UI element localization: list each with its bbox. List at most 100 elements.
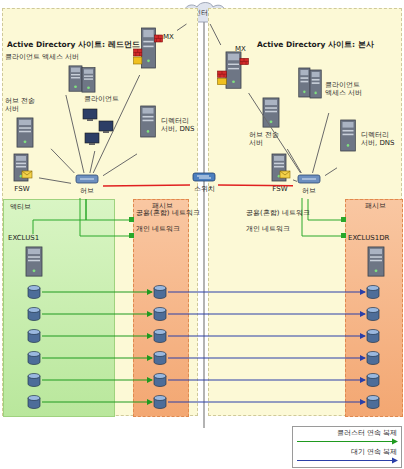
mx-icon-part: [228, 54, 239, 61]
mx-icon-part: [240, 58, 249, 64]
server2-icon-part: [87, 86, 90, 88]
client-access-server: 클라이언트 액세스 서버: [5, 53, 117, 95]
node-label: 클라이언트: [73, 95, 129, 103]
disk-top: [28, 286, 40, 291]
disk-body: [154, 332, 166, 343]
clients-icon-part: [85, 133, 99, 143]
storage-disk: [367, 374, 379, 387]
node-label: 허브 전송 서버: [5, 97, 39, 113]
disk-body: [367, 288, 379, 299]
disk-top: [154, 308, 166, 313]
mx-icon-part: [143, 46, 153, 48]
fsw-icon-part: [280, 171, 290, 178]
server-icon-part: [17, 118, 33, 147]
clients-icon-part: [89, 143, 95, 145]
legend-text: 대기 연속 복제: [351, 448, 397, 456]
cluster-replication-arrow: [42, 380, 152, 381]
cluster-replication-arrow: [42, 336, 152, 337]
storage-disk: [154, 374, 166, 387]
disk-top: [28, 330, 40, 335]
storage-disk: [154, 308, 166, 321]
server-icon: [137, 105, 159, 139]
server2-icon-part: [314, 92, 316, 95]
client-access-server: 클라이언트 액세스 서버: [297, 67, 373, 113]
storage-disk: [367, 286, 379, 299]
cluster-server: EXCLUS1: [8, 234, 62, 280]
mx-icon-part: [155, 35, 163, 42]
disk-top: [28, 374, 40, 379]
server-icon-part: [368, 247, 384, 276]
disk-body: [154, 288, 166, 299]
disk-body: [367, 354, 379, 365]
network-label: 개인 네트워크: [136, 225, 180, 233]
node-label: FSW: [263, 185, 297, 193]
disk-body: [28, 310, 40, 321]
server-icon-part: [343, 130, 354, 132]
connector-line: [210, 24, 221, 45]
node-label: 패시브: [134, 202, 190, 210]
disk-top: [367, 308, 379, 313]
server2-icon-part: [310, 70, 321, 98]
server2-icon-part: [300, 70, 308, 75]
disk-body: [154, 376, 166, 387]
server-icon-part: [28, 249, 40, 254]
standby-replication-arrow: [168, 336, 365, 337]
server-icon-part: [141, 106, 156, 137]
hub-transport-server: 허브 전송 서버: [5, 97, 51, 153]
node-label: FSW: [5, 185, 39, 193]
legend-sample: [295, 457, 399, 464]
mx-icon-part: [155, 35, 163, 42]
mx-icon-part: [143, 41, 153, 43]
mx-icon-part: [141, 28, 155, 68]
storage-disk: [28, 330, 40, 343]
disk-top: [28, 396, 40, 401]
private-network-wire: [302, 198, 344, 236]
private-network-wire: [80, 198, 132, 236]
server-icon: [364, 246, 388, 278]
server2-icon-part: [84, 69, 93, 73]
connector-line: [218, 184, 293, 186]
cluster-replication-arrow: [42, 292, 152, 293]
edge-server: MX: [129, 19, 177, 75]
cluster-replication-arrow: [42, 402, 152, 403]
mx-icon: [133, 27, 163, 71]
storage-disks: [28, 286, 379, 409]
hub-icon-part: [302, 179, 316, 180]
connector-line: [103, 154, 137, 176]
server2-icon-part: [299, 68, 310, 97]
server-icon: [22, 246, 46, 278]
cluster-replication-arrow: [42, 358, 152, 359]
connector-line: [103, 184, 190, 186]
network-port: [341, 233, 346, 238]
connector-line: [313, 113, 329, 173]
cluster-replication-arrow: [42, 314, 152, 315]
storage-disk: [154, 396, 166, 409]
server2-icon-part: [69, 66, 82, 91]
passive-node-area: 패시브EXCLUS1DR: [345, 199, 403, 417]
mx-icon-part: [226, 52, 241, 88]
mx-icon-part: [218, 71, 227, 77]
disk-top: [367, 286, 379, 291]
connector-line: [39, 178, 71, 183]
storage-disk: [28, 352, 40, 365]
clients-icon: [81, 107, 121, 147]
directory-server: 디렉터리 서버, DNS: [137, 105, 199, 163]
standby-replication-arrow: [168, 402, 365, 403]
node-label: 클라이언트 액세스 서버: [5, 53, 117, 61]
mx-icon: [217, 51, 249, 91]
server2-icon-part: [71, 68, 80, 73]
standby-replication-arrow: [168, 314, 365, 315]
connector-line: [325, 168, 337, 176]
legend-text: 클러스터 연속 복제: [337, 429, 397, 437]
server-icon-part: [26, 247, 42, 276]
storage-disk: [367, 330, 379, 343]
directory-server: 디렉터리 서버, DNS: [337, 119, 401, 175]
legend-sample-head: [392, 458, 398, 464]
disk-body: [28, 398, 40, 409]
server2-icon-part: [303, 90, 305, 93]
fsw-server: FSW: [5, 153, 39, 197]
mx-icon-part: [228, 68, 239, 69]
hub-switch: 허브: [293, 173, 325, 199]
disk-body: [367, 376, 379, 387]
storage-disk: [367, 352, 379, 365]
